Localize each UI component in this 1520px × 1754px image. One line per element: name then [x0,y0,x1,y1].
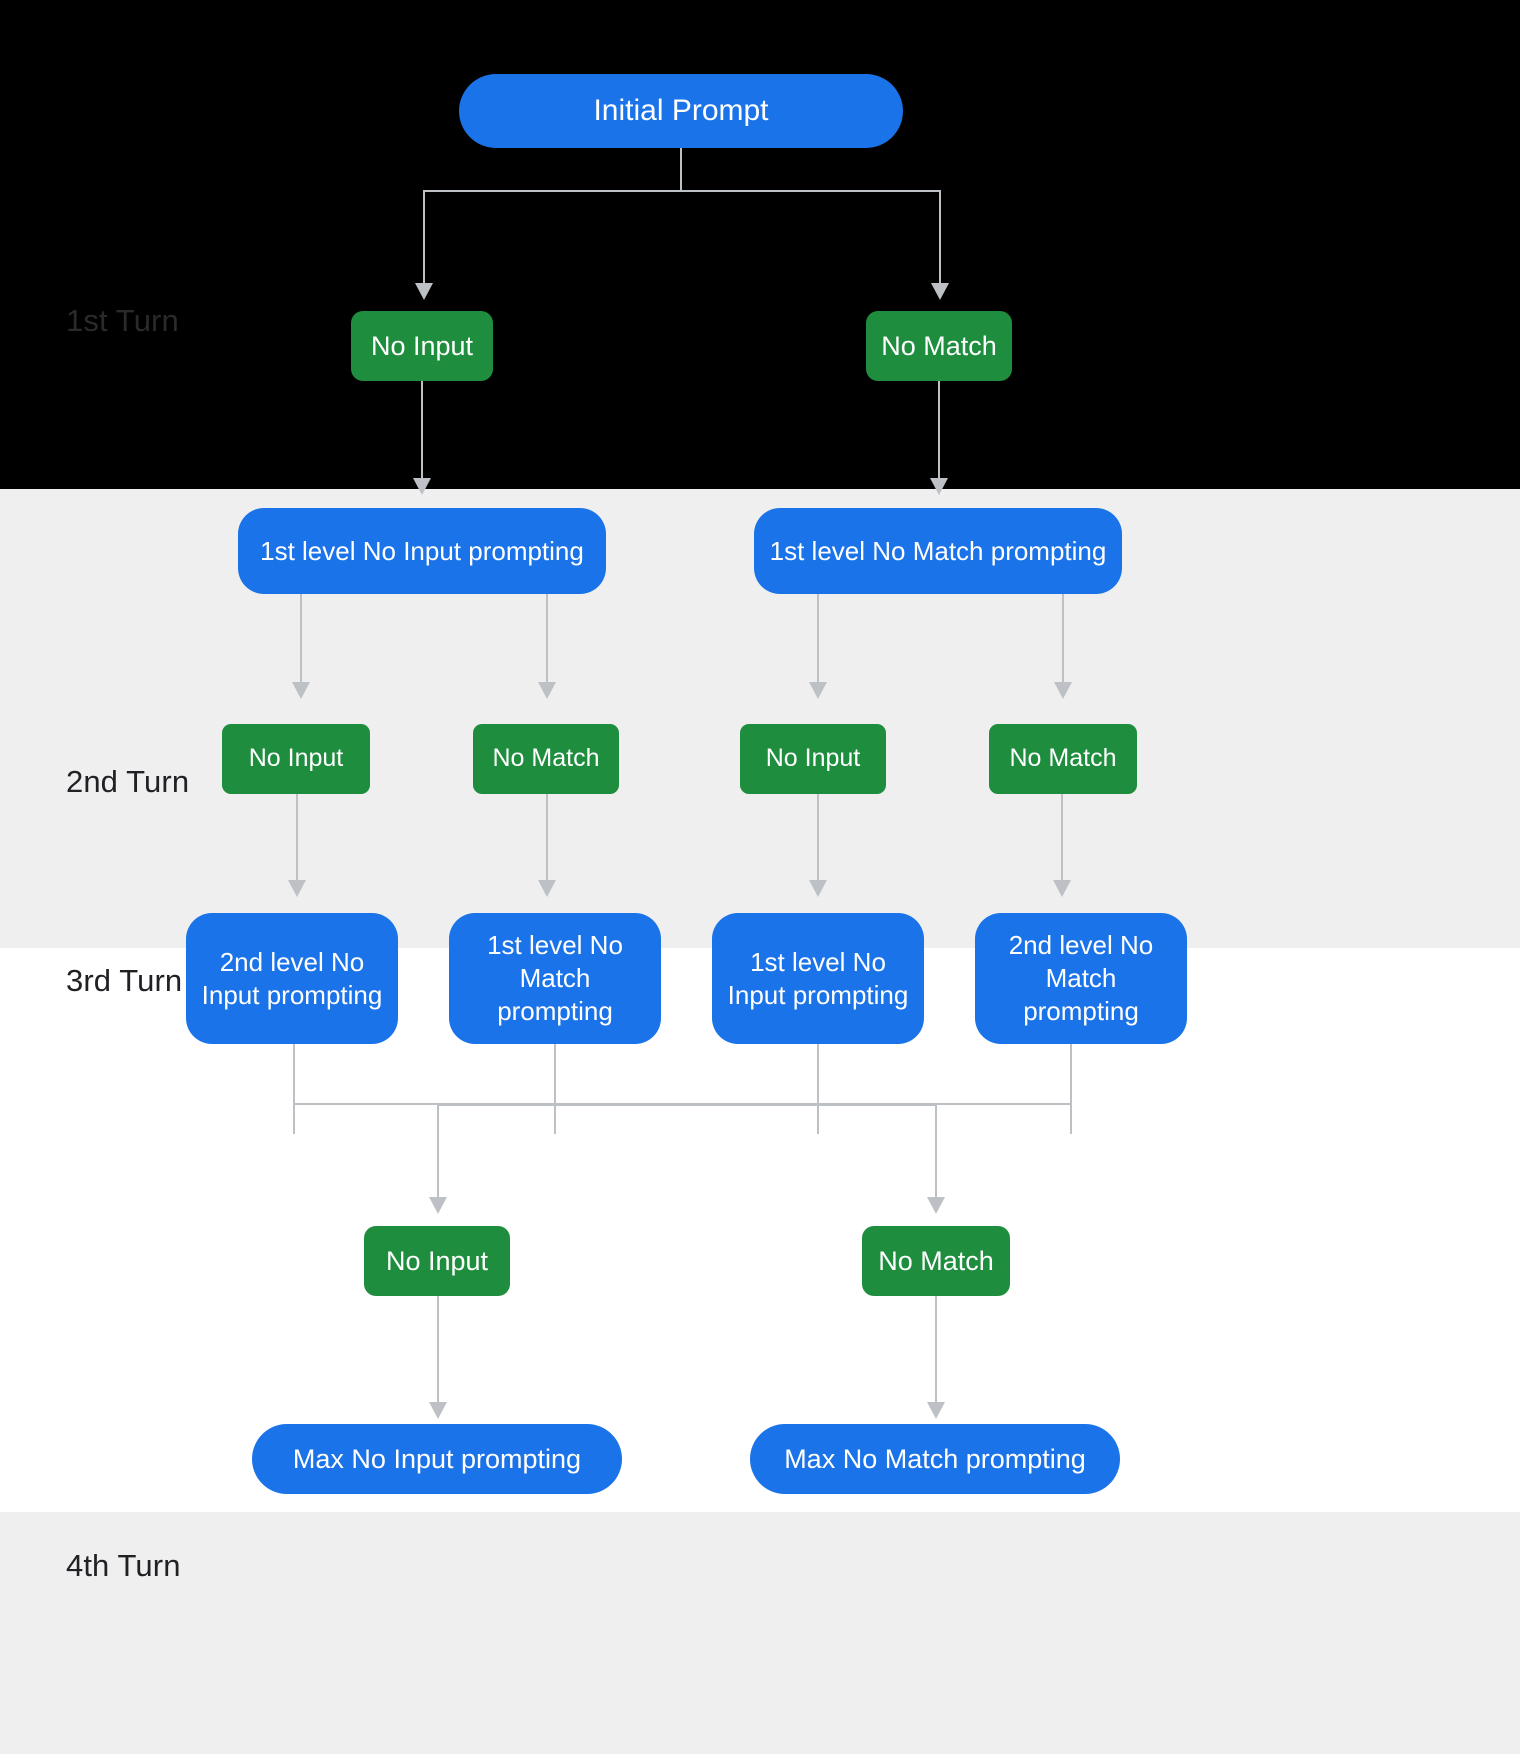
connector-root-stem [680,146,682,191]
arrowhead-noinput-to-prompt [413,478,431,495]
arrowhead-bus-to-noinput [429,1197,447,1214]
node-turn3-no-input[interactable]: No Input [364,1226,510,1296]
arrowhead-p2-to-e4 [1054,682,1072,699]
arrowhead-p2-to-e3 [809,682,827,699]
node-turn2-no-input-a[interactable]: No Input [222,724,370,794]
arrowhead-e4-to-p6 [1053,880,1071,897]
arrowhead-noinput-to-max [429,1402,447,1419]
node-turn2-prompt-no-match[interactable]: 1st level No Match prompting [754,508,1122,594]
connector-root-to-noinput [423,190,425,283]
arrowhead-root-to-nomatch [931,283,949,300]
connector-noinput-to-prompt [421,381,423,478]
connector-p1-to-e2 [546,594,548,682]
arrowhead-p1-to-e1 [292,682,310,699]
connector-p1-to-e1 [300,594,302,682]
connector-p4-drop [554,1044,556,1134]
turn-label-2nd: 2nd Turn [66,764,190,799]
node-turn4-max-no-match[interactable]: Max No Match prompting [750,1424,1120,1494]
arrowhead-e3-to-p5 [809,880,827,897]
connector-nomatch-to-prompt [938,381,940,478]
node-turn3-prompt-1st-no-input[interactable]: 1st level No Input prompting [712,913,924,1044]
node-turn2-no-input-b[interactable]: No Input [740,724,886,794]
turn-label-1st: 1st Turn [66,303,179,338]
node-turn1-no-match[interactable]: No Match [866,311,1012,381]
connector-p2-to-e4 [1062,594,1064,682]
connector-e3-to-p5 [817,794,819,880]
node-turn2-no-match-a[interactable]: No Match [473,724,619,794]
connector-nomatch-to-max [935,1296,937,1402]
node-initial-prompt[interactable]: Initial Prompt [459,74,903,148]
node-turn3-prompt-2nd-no-input[interactable]: 2nd level No Input prompting [186,913,398,1044]
connector-p2-to-e3 [817,594,819,682]
turn-label-4th: 4th Turn [66,1548,181,1583]
arrowhead-nomatch-to-prompt [930,478,948,495]
connector-bus-to-noinput [437,1104,439,1200]
turn-label-3rd: 3rd Turn [66,963,183,998]
connector-p3-drop [293,1044,295,1134]
arrowhead-e2-to-p4 [538,880,556,897]
connector-root-to-nomatch [939,190,941,283]
connector-noinput-to-max [437,1296,439,1402]
connector-root-bus [423,190,941,192]
arrowhead-nomatch-to-max [927,1402,945,1419]
connector-bus-to-nomatch [935,1104,937,1200]
node-turn3-prompt-2nd-no-match[interactable]: 2nd level No Match prompting [975,913,1187,1044]
connector-p6-drop [1070,1044,1072,1134]
connector-p5-drop [817,1044,819,1134]
band-4th-turn [0,1512,1520,1754]
node-turn3-prompt-1st-no-match[interactable]: 1st level No Match prompting [449,913,661,1044]
connector-e2-to-p4 [546,794,548,880]
node-turn2-prompt-no-input[interactable]: 1st level No Input prompting [238,508,606,594]
arrowhead-bus-to-nomatch [927,1197,945,1214]
arrowhead-root-to-noinput [415,283,433,300]
connector-e4-to-p6 [1061,794,1063,880]
arrowhead-e1-to-p3 [288,880,306,897]
node-turn3-no-match[interactable]: No Match [862,1226,1010,1296]
connector-merge-bus-lower [437,1104,936,1106]
connector-e1-to-p3 [296,794,298,880]
node-turn2-no-match-b[interactable]: No Match [989,724,1137,794]
arrowhead-p1-to-e2 [538,682,556,699]
node-turn1-no-input[interactable]: No Input [351,311,493,381]
node-turn4-max-no-input[interactable]: Max No Input prompting [252,1424,622,1494]
